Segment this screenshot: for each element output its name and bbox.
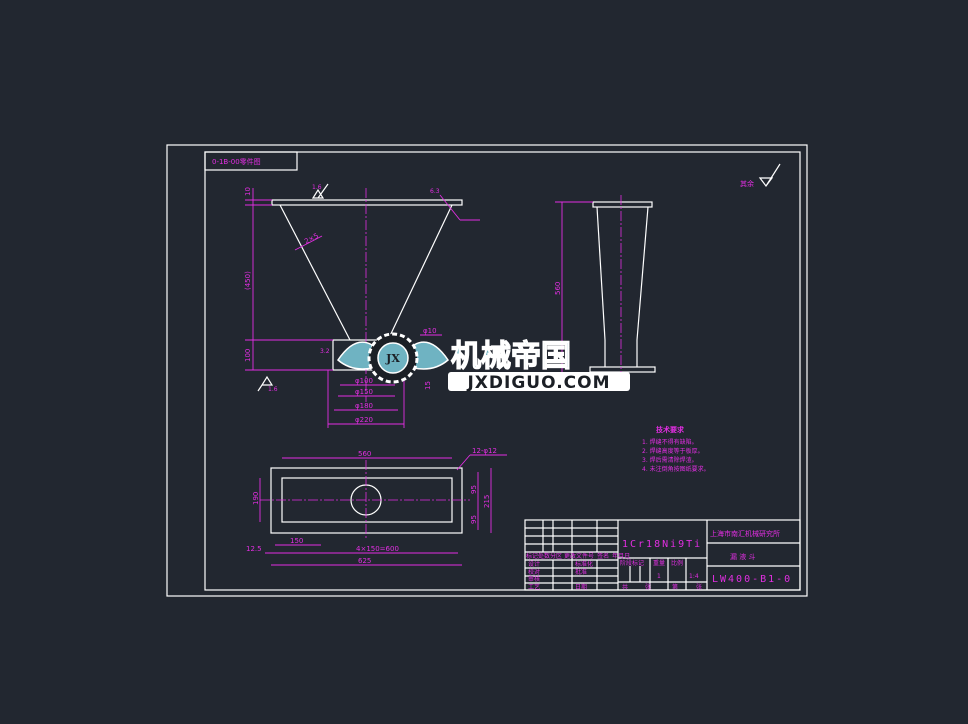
dim-d180: φ180 (355, 402, 373, 410)
plan-view: 560 12-φ12 190 95 95 215 150 4×150=600 6… (246, 447, 507, 566)
watermark-logo: JX 机械帝国 JXDIGUO.COM (337, 332, 630, 393)
dim-190: 190 (252, 492, 260, 505)
sheet-label: 共 (622, 583, 628, 591)
dim-side-height: 560 (554, 282, 562, 295)
roughness-right-value: 6.3 (430, 188, 440, 195)
tech-item: 3. 焊后需清除焊渣。 (642, 456, 698, 464)
dim-holes: 12-φ12 (472, 447, 497, 455)
dim-150: 150 (290, 537, 303, 545)
part-name: 漏 液 斗 (730, 552, 755, 561)
left-wing-icon (337, 341, 373, 370)
material: 1Cr18Ni9Ti (622, 539, 702, 550)
weight-label: 重量 (653, 559, 665, 567)
title-block: 标记处数分区更改文件号签名年月日 设计 校对 审核 工艺 标准化 批准 日期 1… (524, 519, 801, 591)
role-label: 标准化 (575, 560, 593, 568)
dim-625: 625 (358, 557, 371, 565)
dim-12-5: 12.5 (246, 545, 262, 553)
dim-cone-height: (450) (244, 271, 252, 290)
roughness-top-value: 1.6 (312, 184, 322, 191)
sheet-label: 第 (672, 583, 678, 591)
tech-item: 4. 未注倒角按图纸要求。 (642, 465, 710, 473)
sheet-label: 张 (645, 583, 651, 591)
front-view: 10 (450) 100 2×5 φ10 φ100 φ150 φ180 φ220… (244, 183, 480, 428)
role-label: 日期 (575, 583, 587, 591)
role-label: 校对 (528, 568, 540, 576)
code-label: 0-1B-00零件图 (212, 157, 261, 166)
dim-neck-height: 100 (244, 349, 252, 362)
dim-weld: 2×5 (303, 232, 320, 246)
revision-header: 标记处数分区更改文件号签名年月日 (526, 552, 630, 560)
role-label: 审核 (528, 575, 540, 583)
drawing-number: LW400-B1-0 (712, 574, 792, 585)
role-label: 批准 (575, 568, 587, 576)
roughness-symbol-top (311, 183, 329, 199)
dim-d220: φ220 (355, 416, 373, 424)
dim-d100: φ100 (355, 377, 373, 385)
organization: 上海市南汇机械研究所 (710, 529, 780, 538)
dim-d150: φ150 (355, 388, 373, 396)
right-wing-icon (413, 341, 449, 370)
inner-border (204, 151, 801, 591)
outer-frame (166, 144, 808, 597)
dim-15: 15 (424, 381, 432, 390)
tech-title: 技术要求 (656, 425, 685, 434)
code-label-box (204, 151, 298, 171)
stage-label: 阶段标记 (620, 559, 644, 567)
logo-title: 机械帝国 (451, 339, 571, 374)
dim-215: 215 (483, 495, 491, 508)
dim-plan-560: 560 (358, 450, 371, 458)
dim-pitch: 4×150=600 (356, 545, 399, 553)
tech-requirements: 技术要求 1. 焊缝不得有缺陷。 2. 焊缝高度等于板厚。 3. 焊后需清除焊渣… (642, 425, 710, 473)
roughness-note: 其余 (740, 179, 754, 188)
scale-value: 1:4 (689, 573, 699, 580)
roughness-neck-value: 3.2 (320, 348, 330, 355)
tech-item: 1. 焊缝不得有缺陷。 (642, 438, 698, 446)
roughness-symbol-general (758, 163, 781, 187)
quantity: 1 (657, 573, 661, 580)
dim-95b: 95 (470, 515, 478, 524)
sheet-label: 张 (696, 583, 702, 591)
dim-95a: 95 (470, 485, 478, 494)
roughness-bottom-value: 1.6 (268, 386, 278, 393)
tech-item: 2. 焊缝高度等于板厚。 (642, 447, 704, 455)
logo-url: JXDIGUO.COM (466, 373, 610, 393)
scale-label: 比例 (671, 559, 683, 567)
role-label: 工艺 (528, 583, 540, 591)
role-label: 设计 (528, 560, 540, 568)
logo-badge: JX (385, 352, 400, 365)
dim-hole: φ10 (423, 327, 437, 335)
roughness-symbol-bottom (257, 375, 274, 392)
dim-flange-thickness: 10 (244, 187, 252, 196)
